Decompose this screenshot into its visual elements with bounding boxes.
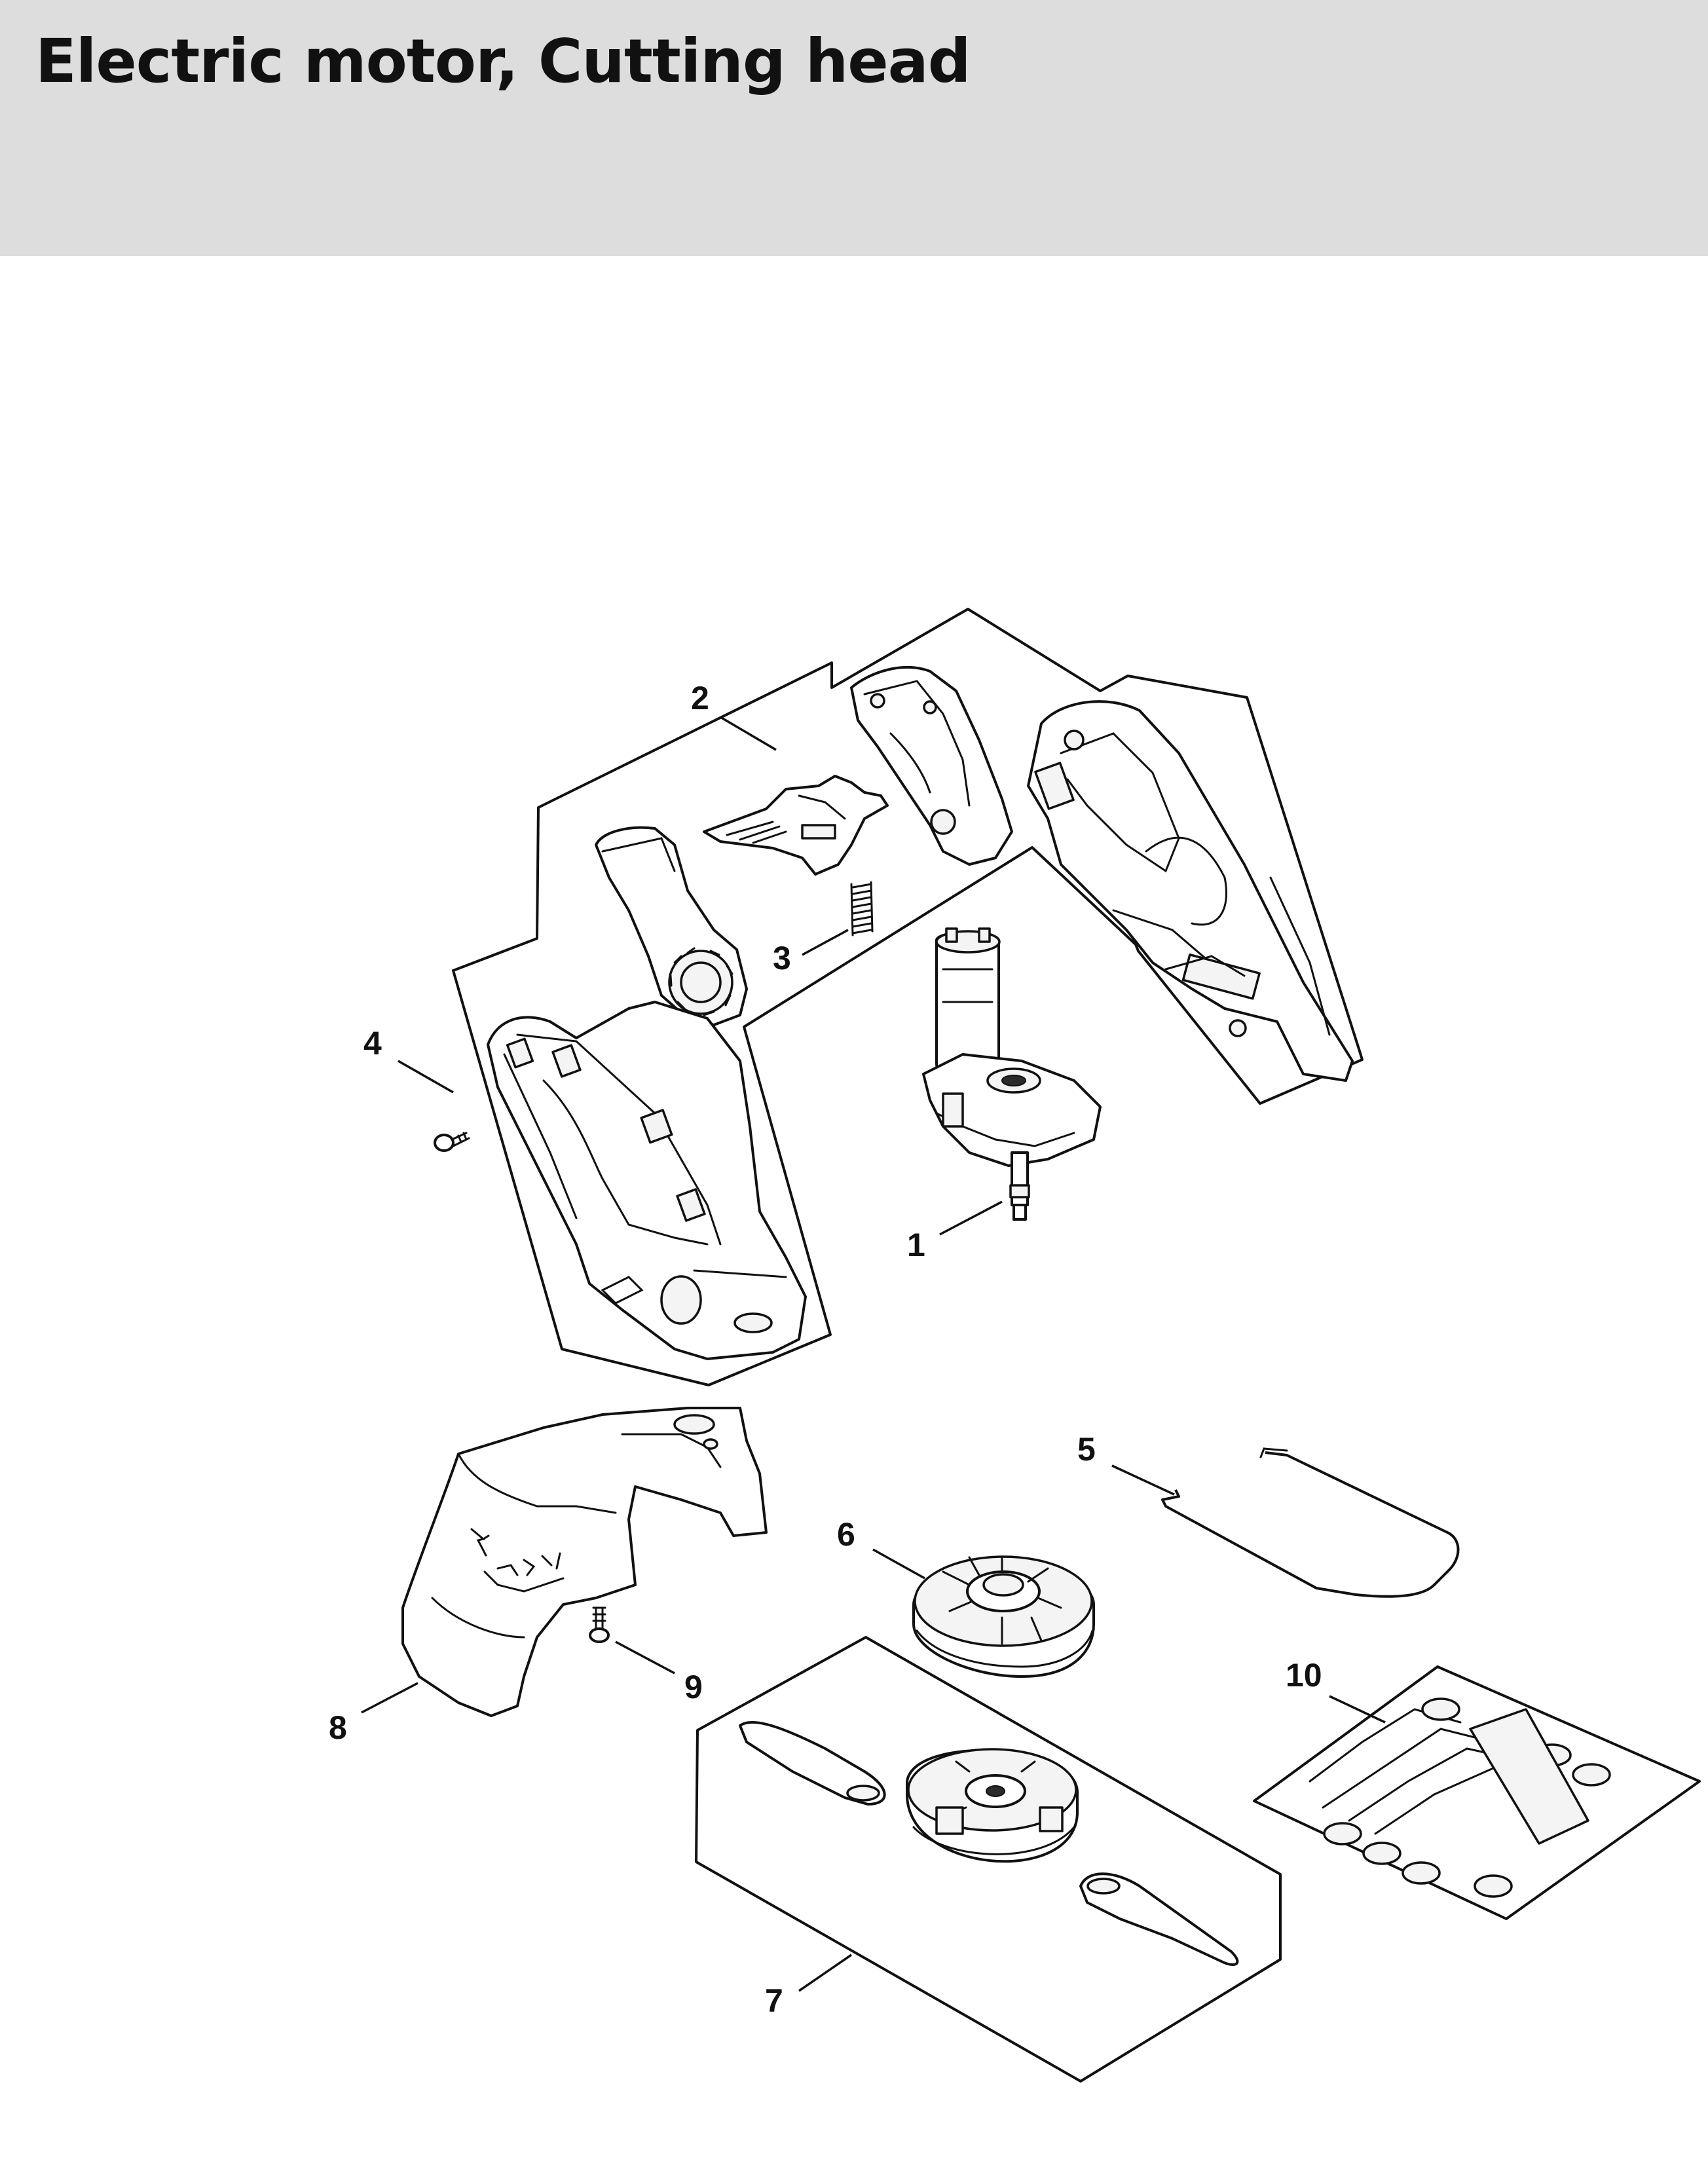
deflector-guard (401, 1407, 768, 1717)
callout-7: 7 (765, 1982, 783, 2019)
leader-3 (802, 929, 849, 956)
leader-9 (615, 1641, 675, 1675)
cutting-head (906, 1748, 1079, 1863)
switch-lever (703, 775, 889, 876)
callout-2: 2 (691, 680, 709, 716)
callout-3: 3 (773, 940, 791, 976)
spool-base (912, 1555, 1095, 1678)
leader-6 (872, 1548, 925, 1580)
screw-4 (434, 1132, 470, 1152)
leader-1 (939, 1200, 1003, 1236)
header-bar: Electric motor, Cutting head (0, 0, 1708, 256)
cutting-blade-right (1079, 1872, 1239, 1966)
edge-guard-wire (1161, 1447, 1460, 1598)
leader-10 (1329, 1695, 1386, 1724)
leader-8 (361, 1682, 418, 1714)
callout-10: 10 (1286, 1657, 1322, 1694)
blade-pack (1253, 1665, 1701, 1920)
callout-6: 6 (837, 1516, 855, 1553)
handle-bracket (595, 826, 748, 1026)
housing-cover-top (850, 666, 1013, 866)
callout-1: 1 (907, 1227, 925, 1263)
leader-7 (798, 1954, 852, 1992)
callout-4: 4 (363, 1025, 382, 1062)
spring (850, 881, 874, 936)
leader-4 (398, 1060, 454, 1094)
page-title: Electric motor, Cutting head (35, 26, 971, 96)
housing-shell-left (487, 1001, 807, 1360)
housing-shell-right (1027, 700, 1354, 1082)
screw-9 (589, 1606, 610, 1643)
cutting-head-group-outline (695, 1636, 1282, 2083)
leader-5 (1111, 1464, 1175, 1496)
housing-group-outline (452, 608, 1364, 1386)
cutting-blade-left (739, 1720, 886, 1806)
callout-9: 9 (684, 1669, 703, 1705)
callout-8: 8 (329, 1709, 347, 1746)
callout-5: 5 (1077, 1431, 1096, 1468)
electric-motor (922, 927, 1102, 1221)
leader-2 (720, 716, 777, 751)
